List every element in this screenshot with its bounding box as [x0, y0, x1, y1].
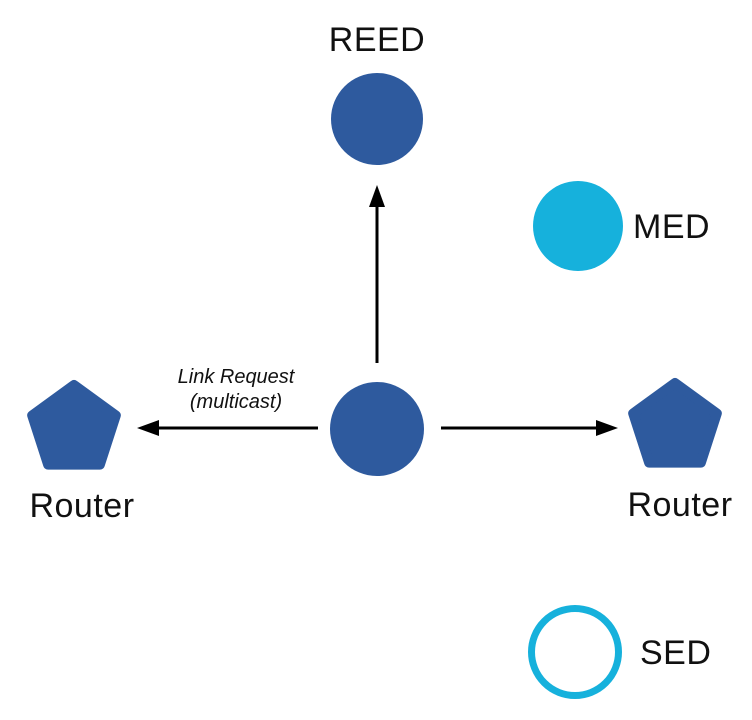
link-request-annotation-line2: (multicast): [190, 391, 282, 413]
router-right-node: [628, 378, 722, 468]
reed-node: [331, 73, 423, 165]
center-node: [330, 382, 424, 476]
router-left-node: [27, 380, 121, 470]
med-node: [533, 181, 623, 271]
sed-node: [528, 605, 622, 699]
arrow-right-head-icon: [596, 420, 618, 436]
med-node-label: MED: [633, 208, 710, 246]
sed-node-label: SED: [640, 634, 711, 672]
reed-node-label: REED: [329, 21, 425, 59]
arrow-left-head-icon: [137, 420, 159, 436]
router-left-node-label: Router: [29, 487, 134, 525]
arrow-up-head-icon: [369, 185, 385, 207]
router-right-node-label: Router: [627, 486, 732, 524]
link-request-annotation-line1: Link Request: [178, 366, 296, 388]
